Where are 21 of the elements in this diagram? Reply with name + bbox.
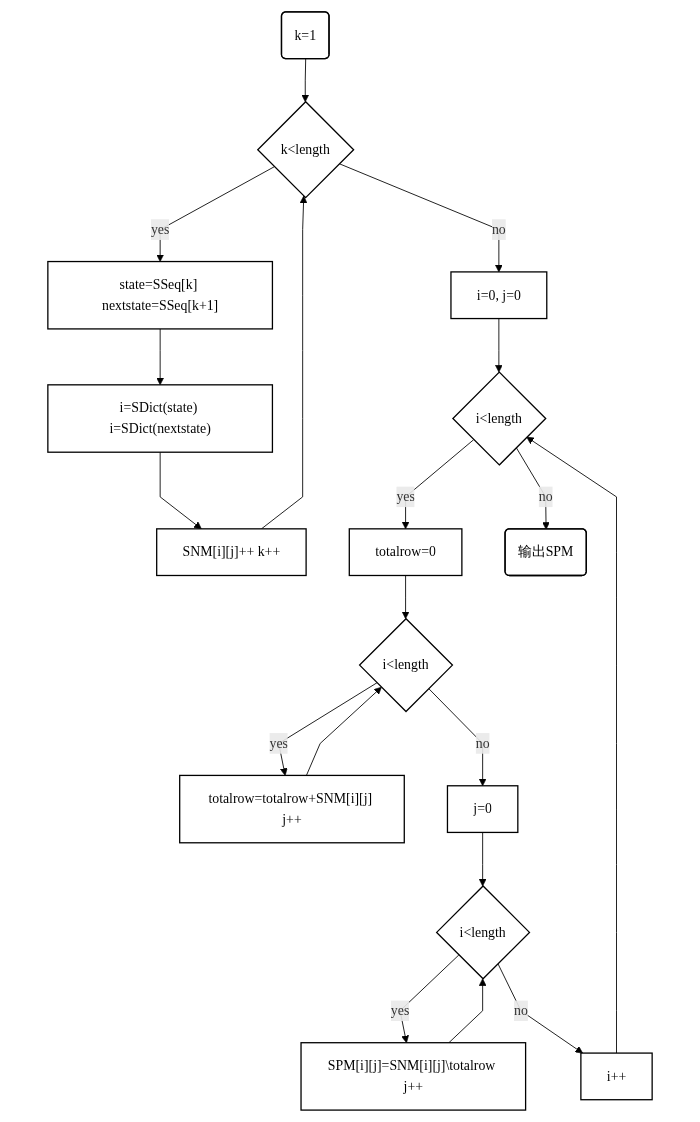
edge-label: no <box>538 489 553 504</box>
edge-label: no <box>514 1002 528 1018</box>
edge-label: no <box>491 221 506 237</box>
node-box: j=0 <box>446 785 519 834</box>
node-diamond: i<length <box>435 885 531 980</box>
node-box: totalrow=0 <box>348 528 463 577</box>
node-diamond: i<length <box>451 371 547 466</box>
node-box: SPM[i][j]=SNM[i][j]\totalrow j++ <box>300 1042 527 1111</box>
edge-label: yes <box>396 489 415 504</box>
node-box: state=SSeq[k] nextstate=SSeq[k+1] <box>47 260 274 330</box>
node-box: i=0, j=0 <box>450 271 548 320</box>
node-diamond: i<length <box>358 617 454 713</box>
node-diamond: k<length <box>256 100 355 199</box>
node-box: i++ <box>580 1052 653 1101</box>
edge-label: yes <box>390 1002 410 1018</box>
edge-label: no <box>475 735 490 751</box>
edge-label: yes <box>269 735 288 751</box>
node-box: SNM[i][j]++ k++ <box>156 528 307 577</box>
node-box: i=SDict(state) i=SDict(nextstate) <box>47 384 274 453</box>
node-box: totalrow=totalrow+SNM[i][j] j++ <box>179 774 405 844</box>
edge-label: yes <box>150 221 170 237</box>
